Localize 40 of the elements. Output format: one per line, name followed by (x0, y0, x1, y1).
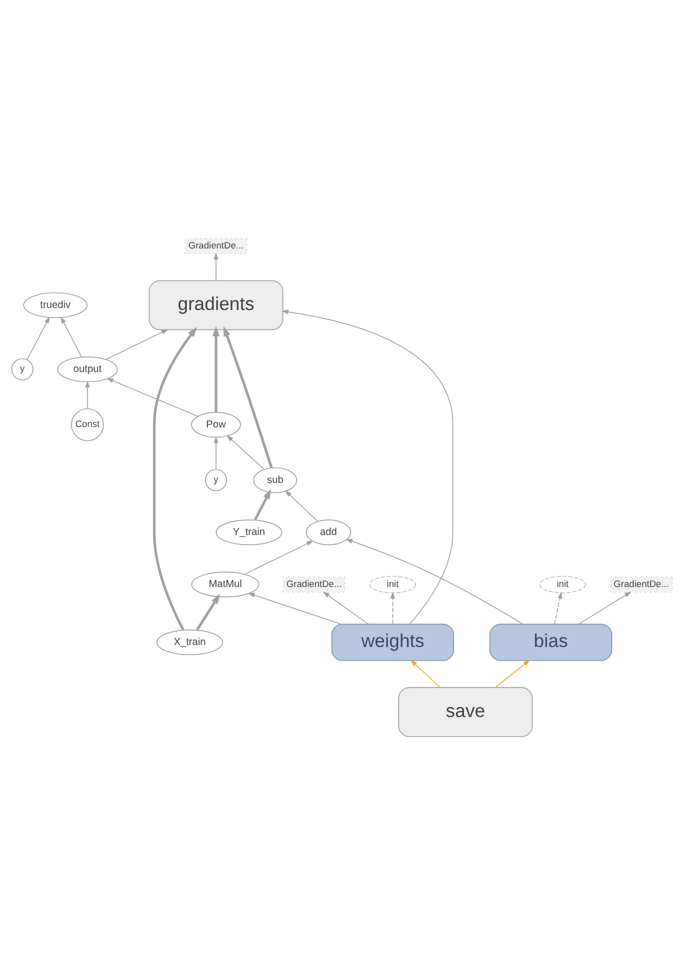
arrow (214, 252, 218, 281)
arrow (85, 380, 90, 409)
arrow (106, 328, 168, 360)
node-box: bias (490, 623, 612, 660)
arrow (346, 538, 524, 624)
arrow (60, 316, 82, 357)
arrow (226, 434, 264, 470)
node-box: gradients (148, 280, 284, 330)
arrow (153, 326, 198, 630)
arrow (322, 591, 369, 624)
arrow (244, 540, 314, 574)
arrow (214, 436, 218, 470)
arrow (254, 488, 272, 520)
node-ellipse: init (539, 575, 586, 593)
node-ellipse: sub (253, 466, 298, 493)
arrow (285, 490, 318, 522)
node-circle: y (11, 358, 34, 380)
node-box: GradientDe... (282, 576, 346, 592)
arrow (26, 316, 50, 360)
arrow (106, 378, 198, 416)
arrow (410, 659, 440, 688)
arrow (212, 326, 220, 412)
arrow (196, 593, 220, 630)
node-ellipse: init (369, 575, 416, 593)
node-ellipse: Y_train (216, 519, 282, 545)
arrow (390, 591, 396, 624)
node-box: GradientDe... (184, 237, 248, 254)
node-box: save (398, 686, 533, 737)
node-box: GradientDe... (610, 576, 673, 592)
arrow (578, 591, 632, 624)
arrow (248, 592, 342, 624)
arrow (494, 659, 530, 688)
node-ellipse: truediv (23, 292, 88, 318)
node-circle: y (205, 468, 227, 491)
node-box: weights (331, 623, 454, 660)
node-ellipse: Pow (191, 411, 241, 438)
node-circle: Const (71, 408, 104, 441)
arrow (554, 591, 562, 624)
arrow (224, 326, 273, 468)
node-ellipse: X_train (156, 628, 223, 655)
